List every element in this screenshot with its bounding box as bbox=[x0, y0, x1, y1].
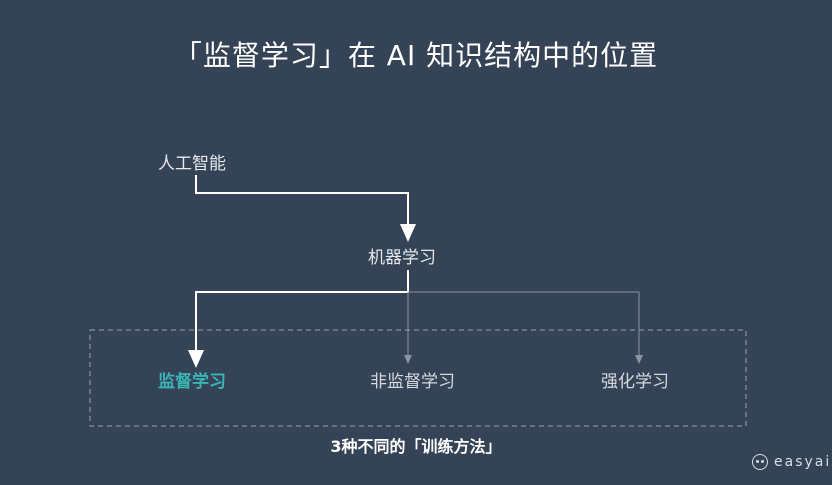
node-reinforcement-learning: 强化学习 bbox=[601, 372, 669, 392]
node-supervised-learning: 监督学习 bbox=[158, 372, 226, 392]
brand-logo: easyai bbox=[752, 454, 831, 470]
node-artificial-intelligence: 人工智能 bbox=[158, 154, 226, 174]
connector-ai-to-ml bbox=[195, 175, 416, 242]
easyai-logo-icon bbox=[752, 454, 768, 470]
connector-ml-to-reinforcement bbox=[408, 291, 643, 364]
node-machine-learning: 机器学习 bbox=[368, 248, 436, 268]
training-methods-group-box bbox=[89, 329, 747, 427]
group-caption: 3种不同的「训练方法」 bbox=[330, 437, 502, 456]
node-unsupervised-learning: 非监督学习 bbox=[370, 372, 455, 392]
page-title: 「监督学习」在 AI 知识结构中的位置 bbox=[173, 39, 659, 72]
connector-ml-to-supervised bbox=[188, 270, 409, 368]
brand-logo-text: easyai bbox=[774, 454, 832, 470]
